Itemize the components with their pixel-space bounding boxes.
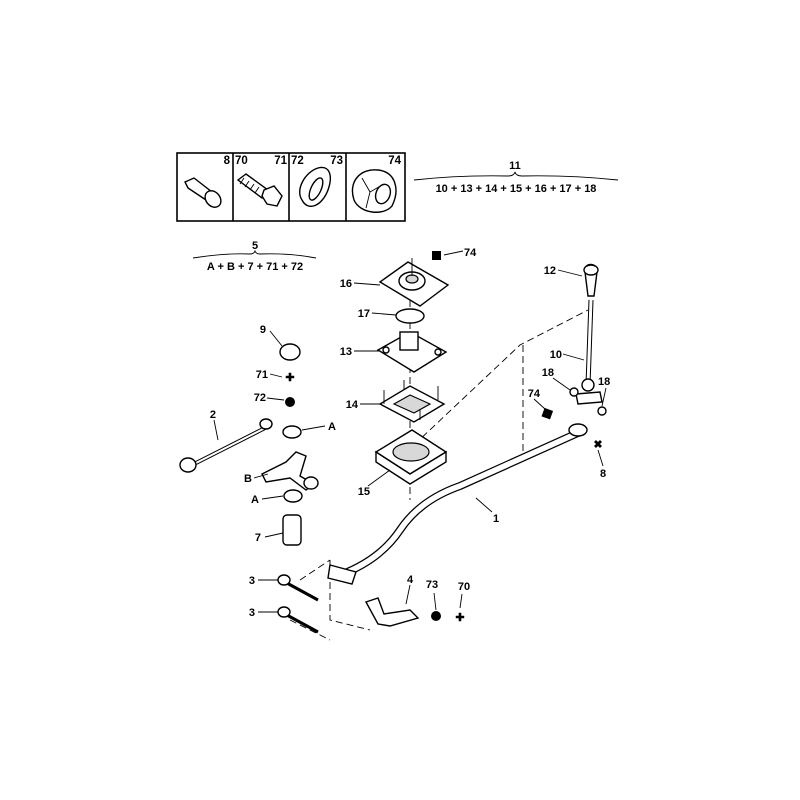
washer-icon — [299, 166, 331, 208]
shoulder-pin-icon — [184, 177, 222, 208]
nut-marker-icon — [541, 407, 554, 420]
part-12-knob — [583, 263, 599, 297]
legend-label-71: 71 — [274, 155, 287, 167]
callout-74: 74 — [528, 388, 541, 400]
callout-15: 15 — [358, 486, 370, 498]
part-15-base — [374, 429, 448, 485]
callout-71: 71 — [256, 369, 268, 381]
part-17-seal — [395, 308, 425, 324]
kit-5-group: 5 A + B + 7 + 71 + 72 — [192, 240, 317, 273]
legend-label-72: 72 — [291, 155, 304, 167]
part-3-link-lower — [277, 606, 319, 634]
washer-marker-icon — [285, 397, 295, 407]
kit-11-number: 11 — [509, 160, 521, 172]
callout-18: 18 — [598, 376, 610, 388]
bolt-marker-icon: ✚ — [285, 372, 294, 384]
callout-16: 16 — [340, 278, 352, 290]
callout-1: 1 — [493, 513, 499, 525]
part-1-rod — [327, 423, 588, 585]
bolt-icon — [236, 173, 283, 207]
callout-70: 70 — [458, 581, 470, 593]
pin-marker-icon: ✖ — [593, 439, 602, 451]
callout-72: 72 — [254, 392, 266, 404]
callout-13: 13 — [340, 346, 352, 358]
callout-a-upper: A — [328, 421, 336, 433]
legend-label-8: 8 — [224, 155, 231, 167]
callout-9: 9 — [260, 324, 266, 336]
callout-b: B — [244, 473, 252, 485]
callout-8: 8 — [600, 468, 606, 480]
kit-5-formula: A + B + 7 + 71 + 72 — [207, 261, 303, 273]
callout-3: 3 — [249, 607, 255, 619]
legend-label-74: 74 — [388, 155, 401, 167]
callout-3: 3 — [249, 575, 255, 587]
callout-14: 14 — [346, 399, 359, 411]
part-14-gasket — [378, 380, 446, 423]
kit-5-number: 5 — [252, 240, 258, 252]
part-3-link-upper — [277, 574, 319, 602]
callout-12: 12 — [544, 265, 556, 277]
callout-7: 7 — [255, 532, 261, 544]
part-10-lever — [569, 299, 607, 416]
washer-marker-icon — [431, 611, 441, 621]
bushing-a-lower — [283, 489, 303, 503]
part-b-bracket — [261, 451, 319, 491]
callout-18: 18 — [542, 367, 554, 379]
callout-2: 2 — [210, 409, 216, 421]
kit-11-formula: 10 + 13 + 14 + 15 + 16 + 17 + 18 — [436, 183, 597, 195]
part-13-housing — [376, 331, 448, 373]
part-4-lever — [364, 597, 420, 627]
callout-74: 74 — [464, 247, 477, 259]
legend-label-70: 70 — [235, 155, 248, 167]
callout-4: 4 — [407, 574, 414, 586]
part-16-top-plate — [378, 258, 450, 307]
part-2-link — [179, 418, 273, 473]
callout-73: 73 — [426, 579, 438, 591]
fastener-legend: 8 70 71 72 73 74 — [176, 152, 406, 222]
callout-10: 10 — [550, 349, 562, 361]
bushing-a-upper — [282, 425, 302, 439]
part-7-sleeve — [282, 514, 302, 546]
bolt-marker-icon: ✚ — [455, 612, 464, 624]
nut-icon — [351, 169, 397, 213]
legend-label-73: 73 — [330, 155, 343, 167]
callout-17: 17 — [358, 308, 370, 320]
callout-a-lower: A — [251, 494, 259, 506]
kit-11-group: 11 10 + 13 + 14 + 15 + 16 + 17 + 18 — [413, 160, 619, 195]
part-9-cap — [279, 343, 301, 361]
nut-marker-icon — [432, 251, 441, 260]
